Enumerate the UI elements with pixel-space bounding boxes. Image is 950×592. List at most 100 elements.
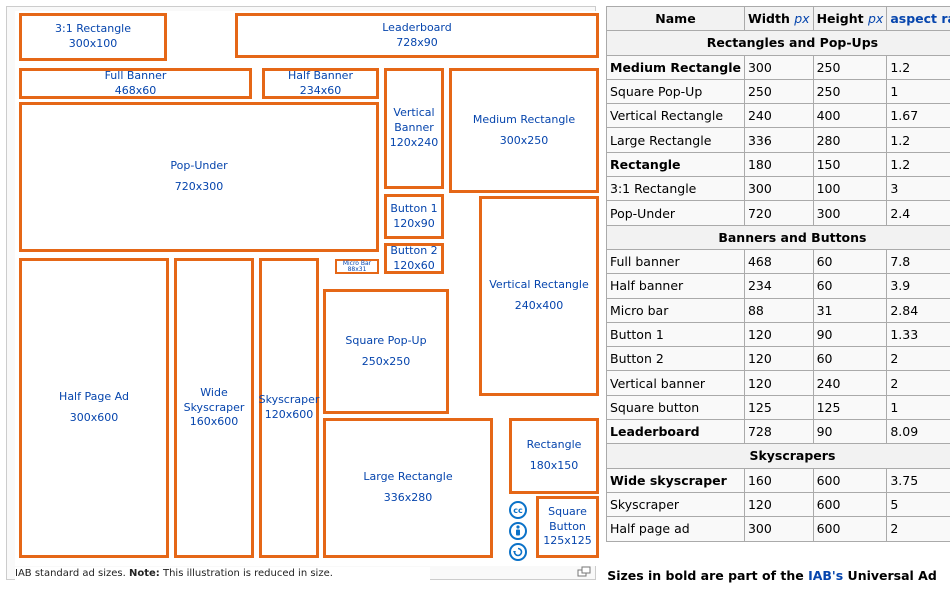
aspect-ratio-link[interactable]: aspect ratio xyxy=(890,11,950,27)
cell-ratio: 1 xyxy=(886,394,950,421)
cell-name: Button 2 xyxy=(606,346,745,372)
ad-box-size: 468x60 xyxy=(114,83,157,97)
table-caption-suffix: Universal Ad xyxy=(843,568,937,583)
ad-box-size: 120x600 xyxy=(264,408,314,421)
cell-height: 600 xyxy=(812,467,888,493)
ad-box-label: Pop-Under xyxy=(170,159,228,173)
cell-ratio: 2.4 xyxy=(886,200,950,226)
cell-width: 120 xyxy=(743,491,814,518)
ad-box-size: 300x250 xyxy=(499,133,549,147)
share-alike-icon[interactable] xyxy=(509,543,527,561)
table-section-row: Rectangles and Pop-Ups xyxy=(606,30,950,56)
table-caption: Sizes in bold are part of the IAB's Univ… xyxy=(606,568,938,583)
ad-box-size: 160x600 xyxy=(189,415,239,429)
cell-height: 250 xyxy=(812,54,888,80)
ad-box-label: Micro Bar xyxy=(342,259,372,267)
attribution-icon[interactable] xyxy=(509,522,527,540)
ad-box-label: Button 1 xyxy=(390,201,438,215)
header-height-unit-link[interactable]: px xyxy=(867,11,884,27)
cell-width: 180 xyxy=(743,151,814,178)
cell-width: 240 xyxy=(743,103,814,129)
cell-width: 250 xyxy=(743,78,814,105)
cell-name: Rectangle xyxy=(606,151,745,178)
ad-box-label: Square Button xyxy=(548,504,587,533)
cell-height: 300 xyxy=(812,200,888,226)
cell-name: Medium Rectangle xyxy=(606,54,745,80)
cell-width: 728 xyxy=(743,419,814,445)
cell-ratio: 3.75 xyxy=(886,467,950,493)
cc-icon[interactable]: cc xyxy=(509,501,527,519)
cell-name: Pop-Under xyxy=(606,200,745,226)
ad-box-square-pop-up[interactable]: Square Pop-Up 250x250 xyxy=(323,289,449,414)
cell-name: 3:1 Rectangle xyxy=(606,176,745,202)
header-width-unit-link[interactable]: px xyxy=(794,11,810,27)
ad-box-medium-rectangle[interactable]: Medium Rectangle 300x250 xyxy=(449,68,599,193)
ad-box-label: Full Banner xyxy=(104,68,167,82)
cell-name: Square Pop-Up xyxy=(606,78,745,105)
cell-name: Wide skyscraper xyxy=(606,467,745,493)
iab-link[interactable]: IAB's xyxy=(808,568,844,583)
cell-ratio: 1.2 xyxy=(886,127,950,153)
cell-height: 31 xyxy=(812,297,888,323)
ad-box-label: Medium Rectangle xyxy=(472,112,576,126)
ad-box-size: 300x100 xyxy=(68,37,118,50)
ad-box-size: 120x60 xyxy=(393,258,435,272)
cell-ratio: 1.2 xyxy=(886,54,950,80)
cell-width: 468 xyxy=(743,248,814,275)
enlarge-icon[interactable] xyxy=(577,563,591,577)
cell-ratio: 2 xyxy=(886,370,950,396)
ad-box-label: Square Pop-Up xyxy=(345,333,427,347)
cell-name: Large Rectangle xyxy=(606,127,745,153)
header-aspect-ratio[interactable]: aspect ratio xyxy=(886,5,950,32)
header-height: Height px xyxy=(812,5,888,32)
cell-width: 120 xyxy=(743,346,814,372)
ad-box-size: 728x90 xyxy=(396,35,438,49)
cell-height: 600 xyxy=(812,516,888,542)
cell-name: Micro bar xyxy=(606,297,745,323)
ad-box-size: 240x400 xyxy=(514,299,564,312)
section-title: Rectangles and Pop-Ups xyxy=(606,30,950,56)
ad-box-label: Rectangle xyxy=(526,438,582,452)
caption-note-text: This illustration is reduced in size. xyxy=(159,568,333,579)
cell-height: 125 xyxy=(812,394,888,421)
ad-box-size: 250x250 xyxy=(361,354,411,368)
caption-note-label: Note: xyxy=(128,568,160,579)
ad-box-label: Half Page Ad xyxy=(59,390,129,404)
cell-width: 120 xyxy=(743,321,814,348)
ad-box-size: 720x300 xyxy=(174,180,224,193)
ad-box-label: 3:1 Rectangle xyxy=(55,22,131,36)
cell-width: 125 xyxy=(743,394,814,421)
cell-name: Vertical Rectangle xyxy=(606,103,745,129)
ad-box-pop-under[interactable]: Pop-Under 720x300 xyxy=(19,102,379,252)
ad-box-label: Skyscraper xyxy=(258,393,320,407)
ad-sizes-table: Name Width px Height px aspect ratio Rec… xyxy=(606,5,950,542)
cell-height: 100 xyxy=(812,176,888,202)
